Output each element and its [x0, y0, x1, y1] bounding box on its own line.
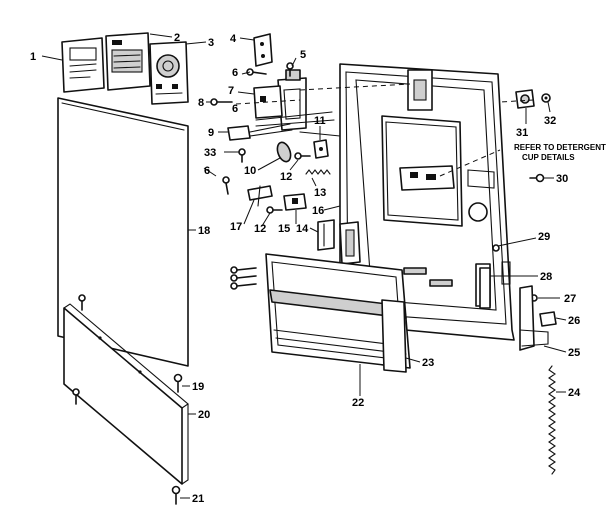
label-part-11: 11 [314, 115, 326, 127]
clip-11 [313, 139, 329, 159]
toe-panel [63, 303, 189, 485]
control-label-panel-2 [105, 32, 151, 91]
screw-toe-top [78, 294, 86, 311]
label-part-28: 28 [540, 271, 552, 283]
label-part-31: 31 [516, 127, 528, 139]
label-part-13: 13 [314, 187, 326, 199]
label-part-10: 10 [244, 165, 256, 177]
label-part-1: 1 [30, 51, 36, 63]
label-part-20: 20 [198, 409, 210, 421]
screw-33 [238, 148, 246, 163]
knob-17 [247, 185, 273, 207]
screws-console-left [230, 266, 257, 290]
label-part-8: 8 [198, 97, 204, 109]
assembly-dash-lines [235, 83, 535, 177]
label-part-32: 32 [544, 115, 556, 127]
label-part-12a: 12 [280, 171, 292, 183]
part-labels: 1 2 3 4 5 6 7 8 6 9 11 33 10 12 6 13 16 … [30, 32, 606, 505]
label-part-23: 23 [422, 357, 434, 369]
screw-12b [266, 206, 283, 214]
bracket-14 [317, 219, 335, 251]
label-part-30: 30 [556, 173, 568, 185]
label-part-33: 33 [204, 147, 216, 159]
strike-28 [479, 267, 491, 309]
screw-21 [171, 485, 181, 505]
label-part-22: 22 [352, 397, 364, 409]
note-detergent-line2: CUP DETAILS [522, 153, 575, 162]
label-part-14: 14 [296, 223, 309, 235]
screw-toe-bottom [72, 388, 80, 405]
label-part-19: 19 [192, 381, 204, 393]
label-part-9: 9 [208, 127, 214, 139]
outer-door-panel [57, 97, 189, 367]
label-part-12b: 12 [254, 223, 266, 235]
label-part-25: 25 [568, 347, 580, 359]
label-part-6b: 6 [232, 103, 238, 115]
screw-top-right [286, 62, 294, 77]
label-part-16: 16 [312, 205, 324, 217]
label-part-27: 27 [564, 293, 576, 305]
clip-26 [539, 311, 557, 327]
screw-19 [173, 373, 183, 393]
label-part-29: 29 [538, 231, 550, 243]
actuator-31 [515, 89, 535, 109]
leader-lines [41, 33, 567, 499]
latch-housing-7 [253, 85, 283, 119]
note-detergent-line1: REFER TO DETERGENT [514, 143, 606, 152]
label-part-4: 4 [230, 33, 237, 45]
label-part-6a: 6 [232, 67, 238, 79]
label-part-15: 15 [278, 223, 290, 235]
label-part-21: 21 [192, 493, 204, 505]
door-spring-24 [548, 365, 556, 475]
label-part-17: 17 [230, 221, 242, 233]
cam-15 [283, 193, 307, 211]
fastener-29 [492, 244, 500, 252]
roller-10 [276, 141, 292, 163]
screw-6c [222, 176, 230, 195]
label-part-7: 7 [228, 85, 234, 97]
screw-8 [210, 98, 233, 106]
control-label-panel-3 [149, 41, 189, 105]
label-part-24: 24 [568, 387, 581, 399]
label-part-26: 26 [568, 315, 580, 327]
bracket-4 [253, 33, 273, 67]
label-part-6c: 6 [204, 165, 210, 177]
label-part-5: 5 [300, 49, 306, 61]
spring-13 [305, 169, 331, 175]
screw-12a [294, 152, 311, 160]
nut-32 [541, 93, 551, 103]
label-part-2: 2 [174, 32, 180, 44]
latch-lever-9 [227, 123, 293, 141]
control-label-panel-1 [61, 37, 105, 93]
hinge-16 [339, 221, 361, 265]
screw-30 [529, 173, 545, 183]
hinge-bracket-25 [519, 285, 549, 351]
console-panel [265, 253, 411, 373]
label-part-3: 3 [208, 37, 214, 49]
label-part-18: 18 [198, 225, 210, 237]
